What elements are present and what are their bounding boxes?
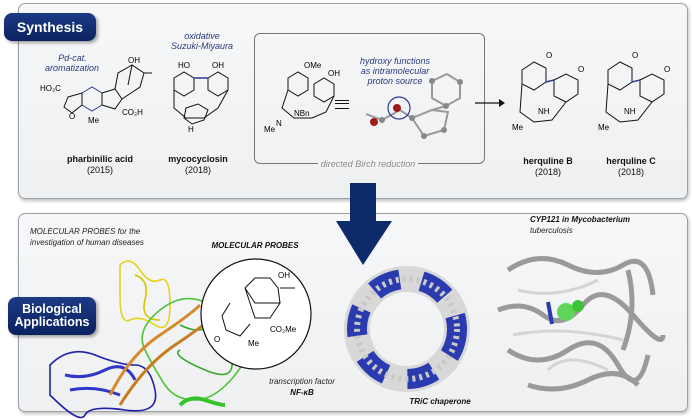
probes-note-1: MOLECULAR PROBES for the xyxy=(30,227,141,236)
svg-text:OMe: OMe xyxy=(304,61,322,70)
mycocyclosin-structure: HO OH H xyxy=(173,61,229,134)
probes-title: MOLECULAR PROBES xyxy=(211,241,299,250)
svg-text:O: O xyxy=(546,51,552,60)
svg-text:Me: Me xyxy=(264,125,276,134)
down-arrow xyxy=(336,183,392,265)
mycocyclosin-name: mycocyclosin xyxy=(168,154,228,164)
svg-text:OH: OH xyxy=(278,271,290,280)
tric-label: TRiC chaperone xyxy=(409,397,471,406)
birch-label: directed Birch reduction xyxy=(318,159,418,169)
svg-text:NBn: NBn xyxy=(294,109,310,118)
applications-badge-line2: Applications xyxy=(14,315,90,329)
suzuki-note-1: oxidative xyxy=(184,31,220,41)
pd-note-2: aromatization xyxy=(44,63,100,73)
svg-text:OH: OH xyxy=(212,61,224,70)
applications-badge-line1: Biological xyxy=(22,301,82,316)
svg-text:NH: NH xyxy=(624,107,636,116)
svg-text:CO₂Me: CO₂Me xyxy=(270,325,297,334)
cyp121-label-2: tuberculosis xyxy=(530,226,573,235)
svg-text:HO₂C: HO₂C xyxy=(40,84,61,93)
pd-note-1: Pd-cat. xyxy=(58,53,87,63)
pharbinilic-acid-structure: OH HO₂C CO₂H Me O xyxy=(40,56,152,125)
herquline-b-structure: O O NH Me xyxy=(512,51,584,132)
svg-text:Me: Me xyxy=(512,123,524,132)
cyp121-protein-model xyxy=(497,256,666,392)
nfkb-label-2: NF-κB xyxy=(290,388,314,397)
herquline-c-structure: O O NH Me xyxy=(598,51,670,132)
svg-text:Me: Me xyxy=(598,123,610,132)
svg-text:HO: HO xyxy=(178,61,190,70)
herquline-b-year: (2018) xyxy=(534,167,561,177)
svg-text:O: O xyxy=(69,112,75,121)
hydroxy-note-2: as intramolecular xyxy=(360,66,430,76)
herquline-b-name: herquline B xyxy=(523,156,573,166)
nfkb-label-1: transcription factor xyxy=(269,377,335,386)
pharbinilic-acid-name: pharbinilic acid xyxy=(66,154,133,164)
hydroxy-note-1: hydroxy functions xyxy=(360,56,431,66)
mycocyclosin-year: (2018) xyxy=(184,165,211,175)
applications-badge: Biological Applications xyxy=(8,297,96,335)
svg-text:OH: OH xyxy=(128,56,140,65)
herquline-c-name: herquline C xyxy=(606,156,656,166)
svg-text:O: O xyxy=(578,65,584,74)
svg-text:O: O xyxy=(664,65,670,74)
svg-text:H: H xyxy=(188,125,194,134)
svg-text:O: O xyxy=(632,51,638,60)
probe-molecule: OH CO₂Me Me O xyxy=(200,258,312,370)
svg-text:CO₂H: CO₂H xyxy=(122,108,143,117)
synthesis-badge: Synthesis xyxy=(4,13,96,41)
svg-text:O: O xyxy=(214,335,220,344)
suzuki-note-2: Suzuki-Miyaura xyxy=(170,41,234,51)
equivalent-sign xyxy=(335,100,349,109)
svg-text:Me: Me xyxy=(248,339,260,348)
svg-text:NH: NH xyxy=(538,107,550,116)
precursor-structure: OMe OH NBn Me N xyxy=(264,61,340,134)
svg-text:OH: OH xyxy=(328,69,340,78)
herquline-c-year: (2018) xyxy=(617,167,644,177)
cyp121-label-1: CYP121 in Mycobacterium xyxy=(530,215,631,224)
pharbinilic-acid-year: (2015) xyxy=(86,165,113,175)
crystal-structure-model xyxy=(365,72,463,139)
reaction-arrow xyxy=(475,99,505,107)
tric-chaperone-model xyxy=(344,266,470,392)
svg-text:Me: Me xyxy=(88,116,100,125)
hydroxy-note-3: proton source xyxy=(367,76,423,86)
equivalent-sign-mid xyxy=(335,103,349,104)
svg-text:N: N xyxy=(276,119,282,128)
probes-note-2: investigation of human diseases xyxy=(30,238,144,247)
